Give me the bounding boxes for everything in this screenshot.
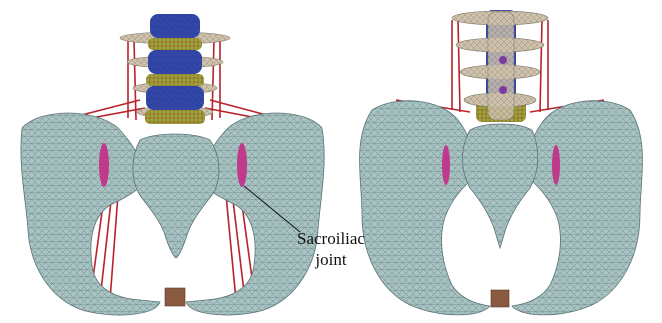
pubic-symphysis-anterior	[165, 288, 185, 306]
posterior-pelvis-view	[360, 10, 643, 315]
lumbar-spine-anterior	[145, 14, 205, 124]
callout-line-1: Sacroiliac	[283, 228, 379, 249]
sacroiliac-joint-label: Sacroiliac joint	[283, 228, 379, 270]
lumbar-spine-posterior	[452, 10, 548, 122]
callout-line-2: joint	[283, 249, 379, 270]
sacrum-anterior	[133, 134, 219, 258]
sacrum-posterior	[463, 124, 538, 248]
pubic-symphysis-posterior	[491, 290, 509, 307]
anterior-pelvis-view	[21, 14, 324, 315]
